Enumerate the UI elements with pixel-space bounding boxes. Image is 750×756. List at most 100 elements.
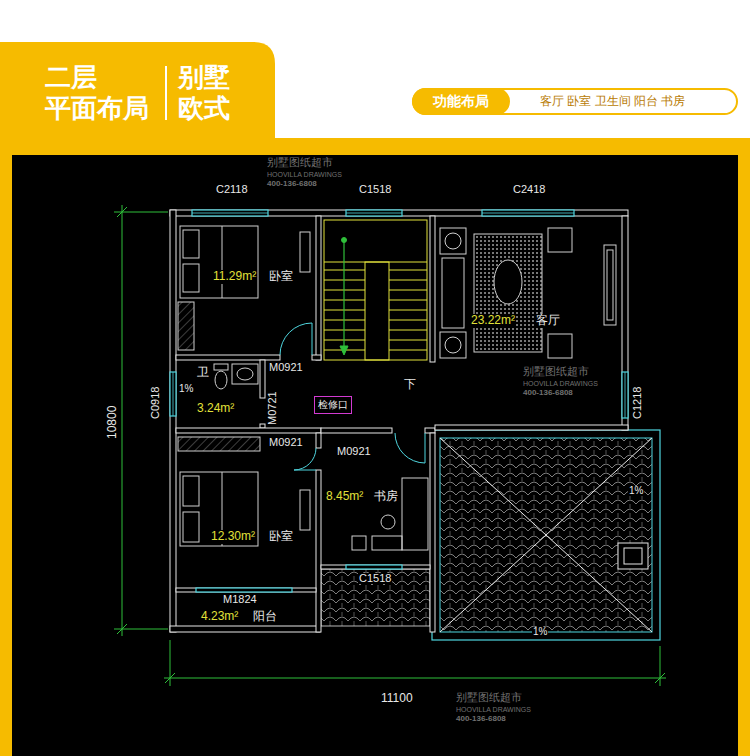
- stair: [324, 220, 427, 360]
- wall: [321, 565, 430, 569]
- room-name: 书房: [373, 490, 399, 504]
- furniture: [548, 334, 572, 358]
- watermark: 400-136-6808: [266, 180, 318, 188]
- furniture: [183, 230, 199, 258]
- furniture: [402, 478, 428, 550]
- access-hatch-box: 检修口: [314, 396, 352, 414]
- dimension-line: [165, 673, 175, 683]
- stair-arrow: [340, 238, 348, 356]
- window-code: C2418: [512, 184, 546, 195]
- stair: [324, 220, 427, 360]
- tag-pill: 客厅 卧室 卫生间 阳台 书房 功能布局: [412, 88, 738, 115]
- room-name: 卫: [196, 366, 210, 380]
- furniture: [178, 437, 260, 451]
- slope-note: 1%: [532, 627, 548, 637]
- window: [173, 213, 625, 418]
- dimension: 10800: [106, 405, 118, 440]
- room: 12.30m²卧室: [176, 433, 316, 588]
- watermark: 400-136-6808: [455, 715, 507, 723]
- dimension-line: [164, 678, 666, 679]
- roof-terrace: [440, 438, 652, 632]
- furniture: [180, 226, 258, 298]
- furniture: [381, 515, 395, 529]
- furniture: [607, 250, 613, 320]
- watermark: 别墅图纸超市: [455, 692, 523, 703]
- room-area: 11.29m²: [212, 270, 257, 284]
- furniture: [494, 260, 522, 304]
- window-code: C0918: [150, 386, 161, 420]
- dimension-line: [655, 673, 665, 683]
- furniture: [222, 226, 223, 298]
- window-code: C1518: [358, 184, 392, 195]
- wall: [176, 428, 321, 433]
- wall: [312, 355, 321, 360]
- dimension-line: [170, 640, 171, 686]
- room-area: 23.22m²: [470, 314, 516, 328]
- wall: [425, 428, 435, 433]
- furniture: [215, 371, 227, 389]
- dimension-line: [117, 207, 127, 217]
- furniture: [214, 364, 228, 370]
- page-ground: [0, 138, 750, 756]
- door-swing: [280, 323, 312, 355]
- tag-pill-head: 功能布局: [412, 88, 510, 115]
- wall: [316, 216, 321, 360]
- furniture: [183, 476, 199, 506]
- function-list: 客厅 卧室 卫生间 阳台 书房: [540, 90, 685, 113]
- window: [196, 588, 292, 592]
- room: 11.29m²卧室: [176, 216, 316, 355]
- room-area: 3.24m²: [196, 402, 235, 416]
- room-name: 卧室: [268, 530, 294, 544]
- watermark: HOOVILLA DRAWINGS: [455, 706, 532, 713]
- door-code: M0721: [267, 390, 278, 426]
- door-code: M0921: [336, 446, 372, 457]
- wall: [170, 626, 320, 632]
- watermark: 别墅图纸超市: [266, 157, 334, 168]
- header-divider: [165, 66, 167, 120]
- door-code: M0921: [268, 362, 304, 373]
- dimension-line: [114, 205, 666, 686]
- dimension-line: [117, 624, 127, 634]
- room-name: 阳台: [252, 610, 278, 624]
- furniture: [548, 228, 572, 252]
- window-code: C1518: [358, 573, 392, 584]
- stair: [324, 262, 427, 350]
- roof-terrace: [432, 430, 660, 640]
- furniture: [300, 232, 310, 272]
- furniture: [300, 490, 310, 530]
- watermark: HOOVILLA DRAWINGS: [522, 380, 599, 387]
- furniture: [474, 234, 542, 352]
- door-swing: [294, 448, 316, 470]
- stair-note: 下: [403, 378, 417, 390]
- roof-terrace: [432, 430, 660, 640]
- wall: [176, 588, 316, 592]
- furniture: [442, 258, 464, 328]
- page-ground: [0, 42, 275, 140]
- slope-note: 1%: [178, 384, 194, 394]
- dimension: 11100: [380, 692, 414, 704]
- stair-arrow: [340, 346, 348, 355]
- window-code: C2118: [215, 184, 249, 195]
- page-ground: [12, 155, 738, 756]
- wall: [435, 425, 628, 430]
- furniture: [440, 228, 466, 254]
- roof-terrace: [440, 438, 652, 632]
- wall: [176, 355, 280, 360]
- stair-arrow: [343, 240, 344, 348]
- header-tab: 二层 平面布局别墅 欧式: [0, 42, 275, 140]
- wall: [260, 360, 265, 398]
- slope-note: 1%: [628, 486, 644, 496]
- tile-roof: [321, 569, 430, 626]
- room-area: 8.45m²: [325, 490, 364, 504]
- furniture: [604, 245, 616, 325]
- furniture: [178, 226, 616, 550]
- window-code: C1218: [632, 386, 643, 420]
- furniture: [372, 536, 402, 550]
- wall: [316, 433, 321, 448]
- header-divider: [166, 66, 167, 120]
- wall: [260, 424, 265, 428]
- wall: [430, 216, 435, 362]
- stair: [365, 262, 389, 360]
